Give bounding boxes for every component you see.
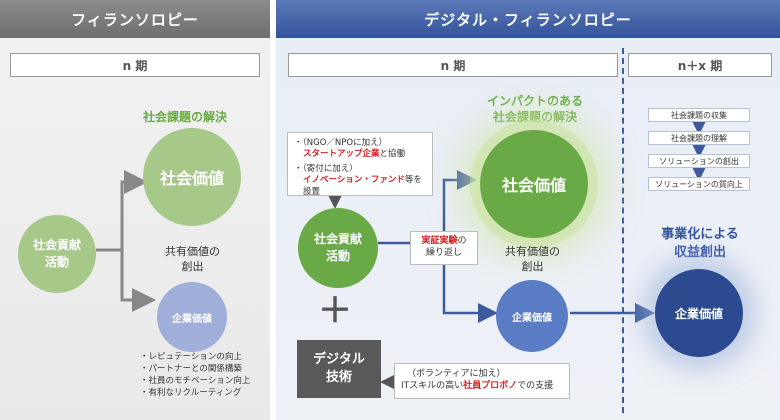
benefit-item: ・社員のモチベーション向上: [140, 375, 251, 386]
digital-line1: デジタル: [313, 352, 365, 368]
step-collect: 社会課題の収集: [648, 108, 750, 122]
probono-highlight: 社員プロボノ: [463, 381, 518, 392]
probono-suffix: での支援: [517, 381, 554, 392]
phase-divider: [622, 48, 624, 413]
philanthropy-header: フィランソロピー: [0, 0, 270, 38]
left-social-value-label: 社会価値: [159, 169, 224, 188]
callout-item1-highlight: スタートアップ企業: [303, 149, 380, 160]
right-shared-value: 共有価値の 創出: [485, 244, 580, 275]
left-contribution-line1: 社会貢献: [32, 237, 81, 252]
left-social-issue-caption: 社会課題の解決: [142, 110, 227, 124]
right-shared-value-line1: 共有価値の: [505, 245, 560, 258]
probono-prefix: （ボランティアに加え）: [407, 369, 506, 379]
right-contribution-line1: 社会貢献: [313, 231, 362, 246]
right-social-value-circle: 社会価値: [480, 130, 588, 238]
final-corporate-value-label: 企業価値: [674, 306, 723, 321]
partner-callout: ・（NGO／NPOに加え） スタートアップ企業と協働 ・（寄付に加え） イノベー…: [287, 132, 433, 197]
impact-caption-line2: 社会課題の解決: [492, 109, 577, 124]
benefit-reputation: レピュテーションの向上: [148, 352, 242, 362]
experiment-highlight: 実証実験: [421, 236, 458, 246]
monetize-caption: 事業化による 収益創出: [640, 226, 760, 261]
right-corporate-value-circle: 企業価値: [496, 280, 568, 352]
right-contribution-circle: 社会貢献 活動: [298, 208, 378, 288]
probono-box: （ボランティアに加え） ITスキルの高い社員プロボノでの支援: [394, 363, 570, 399]
benefit-item: ・レピュテーションの向上: [140, 352, 242, 362]
benefit-motivation: 社員のモチベーション向上: [148, 375, 251, 386]
callout-item2-prefix: （寄付に加え）: [302, 163, 358, 174]
right-corporate-value-label: 企業価値: [512, 312, 552, 324]
left-social-value-circle: 社会価値: [143, 128, 241, 226]
probono-line2-prefix: ITスキルの高い: [401, 381, 464, 392]
experiment-suffix: の: [457, 236, 467, 246]
left-corporate-value-circle: 企業価値: [157, 282, 227, 352]
right-contribution-line2: 活動: [325, 249, 350, 263]
callout-item2-highlight: イノベーション・ファンド: [303, 175, 405, 186]
left-shared-value-line2: 創出: [181, 260, 204, 274]
callout-item2-suffix: 等を設置: [303, 175, 422, 197]
callout-item1-suffix: と協働: [379, 149, 406, 160]
callout-item-startup: ・（NGO／NPOに加え） スタートアップ企業と協働: [294, 138, 406, 160]
digital-philanthropy-header: デジタル・フィランソロピー: [276, 0, 780, 38]
step-understand: 社会課題の理解: [648, 131, 750, 145]
left-contribution-line2: 活動: [44, 255, 69, 269]
phase-nx: n＋x 期: [628, 53, 772, 77]
plus-sign: ＋: [318, 291, 352, 331]
digital-line2: 技術: [325, 370, 352, 385]
benefit-recruiting: 有利なリクルーティング: [148, 387, 242, 398]
benefit-item: ・有利なリクルーティング: [140, 387, 242, 398]
impact-caption-line1: インパクトのある: [486, 94, 583, 108]
benefit-item: ・パートナーとの関係構築: [140, 363, 242, 374]
phase-n-left: n 期: [10, 53, 260, 77]
monetize-line2: 収益創出: [673, 244, 726, 260]
left-benefit-list: ・レピュテーションの向上 ・パートナーとの関係構築 ・社員のモチベーション向上 …: [140, 352, 268, 400]
step-improve: ソリューションの質向上: [648, 177, 750, 191]
final-corporate-value-circle: 企業価値: [655, 269, 743, 357]
step-create: ソリューションの創出: [648, 154, 750, 168]
callout-item1-prefix: （NGO／NPOに加え）: [302, 138, 388, 148]
right-social-value-label: 社会価値: [501, 176, 566, 195]
experiment-line2: 繰り返し: [425, 248, 462, 259]
impact-caption: インパクトのある 社会課題の解決: [470, 94, 600, 125]
callout-item-fund: ・（寄付に加え） イノベーション・ファンド等を設置: [294, 163, 422, 197]
left-contribution-circle: 社会貢献 活動: [18, 215, 96, 293]
monetize-line1: 事業化による: [661, 227, 739, 242]
left-corporate-value-label: 企業価値: [172, 313, 212, 325]
benefit-partner: パートナーとの関係構築: [148, 363, 242, 374]
left-shared-value: 共有価値の 創出: [145, 244, 240, 275]
phase-n-right: n 期: [288, 53, 618, 77]
right-shared-value-line2: 創出: [521, 260, 544, 274]
experiment-box: 実証実験の 繰り返し: [410, 231, 478, 265]
left-shared-value-line1: 共有価値の: [165, 245, 220, 258]
digital-technology-box: デジタル 技術: [297, 340, 381, 398]
